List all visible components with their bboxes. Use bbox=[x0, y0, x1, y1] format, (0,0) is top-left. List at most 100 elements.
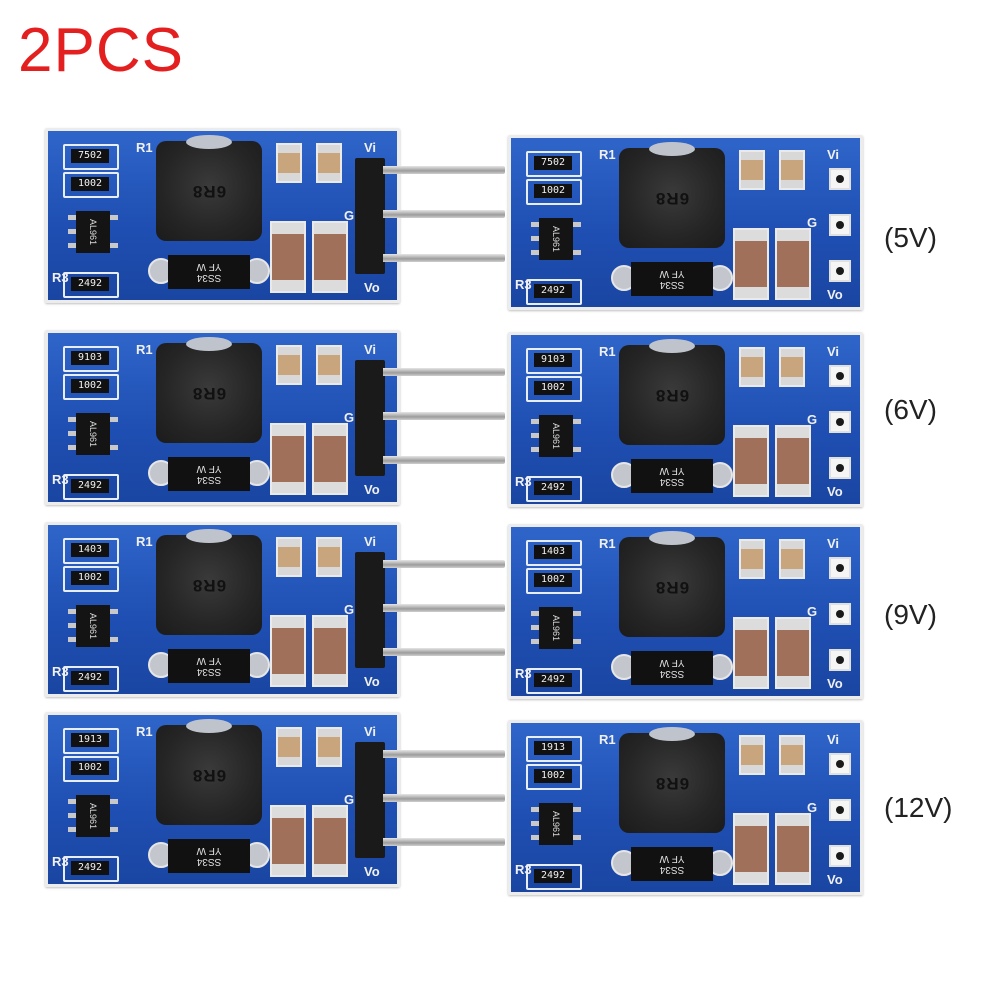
diode-marking-line-2: YF W bbox=[196, 261, 222, 272]
ic-marking: AL961 bbox=[551, 225, 561, 253]
cap-band bbox=[318, 729, 340, 737]
cap-band bbox=[272, 482, 304, 493]
ic-leg bbox=[531, 236, 539, 241]
ic-marking: AL961 bbox=[551, 422, 561, 450]
label-r1: R1 bbox=[136, 724, 153, 739]
inductor-base bbox=[186, 337, 232, 351]
ic-leg bbox=[68, 813, 76, 818]
resistor-top: 7502 bbox=[71, 149, 109, 163]
large-capacitor bbox=[270, 615, 306, 687]
ic-marking: AL961 bbox=[88, 420, 98, 448]
resistor-pad bbox=[526, 764, 582, 790]
ic-leg bbox=[68, 827, 76, 832]
resistor-pad bbox=[63, 374, 119, 400]
resistor-mid: 1002 bbox=[534, 573, 572, 587]
diode-marking-line-1: SS34 bbox=[196, 272, 222, 283]
small-capacitor bbox=[316, 345, 342, 385]
through-hole-pad bbox=[829, 214, 851, 236]
ic-marking: AL961 bbox=[551, 614, 561, 642]
large-capacitor bbox=[312, 423, 348, 495]
ic-leg bbox=[531, 611, 539, 616]
label-r1: R1 bbox=[136, 342, 153, 357]
ic-leg bbox=[573, 639, 581, 644]
label-g: G bbox=[807, 412, 818, 427]
inductor-6r8: 6R8 bbox=[619, 142, 725, 248]
through-hole-pad bbox=[829, 753, 851, 775]
header-pin bbox=[383, 838, 505, 846]
cap-band bbox=[777, 427, 809, 438]
ic-leg bbox=[531, 250, 539, 255]
large-capacitor bbox=[733, 228, 769, 300]
resistor-pad bbox=[63, 566, 119, 592]
cap-band bbox=[314, 617, 346, 628]
regulator-ic: AL961 bbox=[539, 415, 573, 457]
cap-band bbox=[318, 347, 340, 355]
ic-leg bbox=[68, 431, 76, 436]
cap-band bbox=[314, 674, 346, 685]
through-hole-pad bbox=[829, 411, 851, 433]
cap-band bbox=[278, 539, 300, 547]
label-vo: Vo bbox=[827, 484, 843, 499]
ic-leg bbox=[531, 222, 539, 227]
cap-band bbox=[735, 287, 767, 298]
pin-header bbox=[355, 742, 385, 858]
resistor-bottom: 2492 bbox=[71, 479, 109, 493]
ic-leg bbox=[110, 637, 118, 642]
cap-band bbox=[781, 737, 803, 745]
cap-band bbox=[741, 349, 763, 357]
label-vi: Vi bbox=[827, 732, 840, 747]
through-hole-pad bbox=[829, 845, 851, 867]
inductor-base bbox=[649, 339, 695, 353]
resistor-pad bbox=[63, 346, 119, 372]
header-pin bbox=[383, 750, 505, 758]
cap-band bbox=[278, 567, 300, 575]
ic-leg bbox=[573, 835, 581, 840]
through-hole-pad bbox=[829, 603, 851, 625]
resistor-bottom: 2492 bbox=[534, 284, 572, 298]
large-capacitor bbox=[270, 423, 306, 495]
cap-band bbox=[735, 230, 767, 241]
inductor-marking: 6R8 bbox=[654, 774, 690, 793]
label-vo: Vo bbox=[364, 482, 380, 497]
inductor-marking: 6R8 bbox=[191, 576, 227, 595]
inductor-marking: 6R8 bbox=[191, 766, 227, 785]
header-pin bbox=[383, 560, 505, 568]
header-pin bbox=[383, 456, 505, 464]
cap-band bbox=[735, 484, 767, 495]
resistor-pad bbox=[526, 736, 582, 762]
cap-band bbox=[741, 180, 763, 188]
pack-quantity-title: 2PCS bbox=[18, 16, 184, 85]
inductor-base bbox=[186, 529, 232, 543]
cap-band bbox=[272, 425, 304, 436]
cap-band bbox=[735, 619, 767, 630]
label-r3: R3 bbox=[515, 862, 532, 877]
diode-marking-line-1: SS34 bbox=[196, 474, 222, 485]
cap-band bbox=[777, 815, 809, 826]
diode-marking-line-2: YF W bbox=[659, 657, 685, 668]
ic-leg bbox=[68, 799, 76, 804]
cap-band bbox=[272, 864, 304, 875]
label-vo: Vo bbox=[364, 864, 380, 879]
label-r3: R3 bbox=[52, 854, 69, 869]
voltage-label: (5V) bbox=[884, 222, 937, 253]
cap-band bbox=[278, 729, 300, 737]
ic-leg bbox=[68, 623, 76, 628]
ic-leg bbox=[110, 445, 118, 450]
large-capacitor bbox=[775, 813, 811, 885]
ic-marking: AL961 bbox=[88, 218, 98, 246]
cap-band bbox=[278, 757, 300, 765]
cap-band bbox=[781, 180, 803, 188]
header-pin bbox=[383, 254, 505, 262]
resistor-top: 1913 bbox=[534, 741, 572, 755]
label-vi: Vi bbox=[364, 140, 377, 155]
ic-leg bbox=[110, 827, 118, 832]
ic-leg bbox=[110, 799, 118, 804]
